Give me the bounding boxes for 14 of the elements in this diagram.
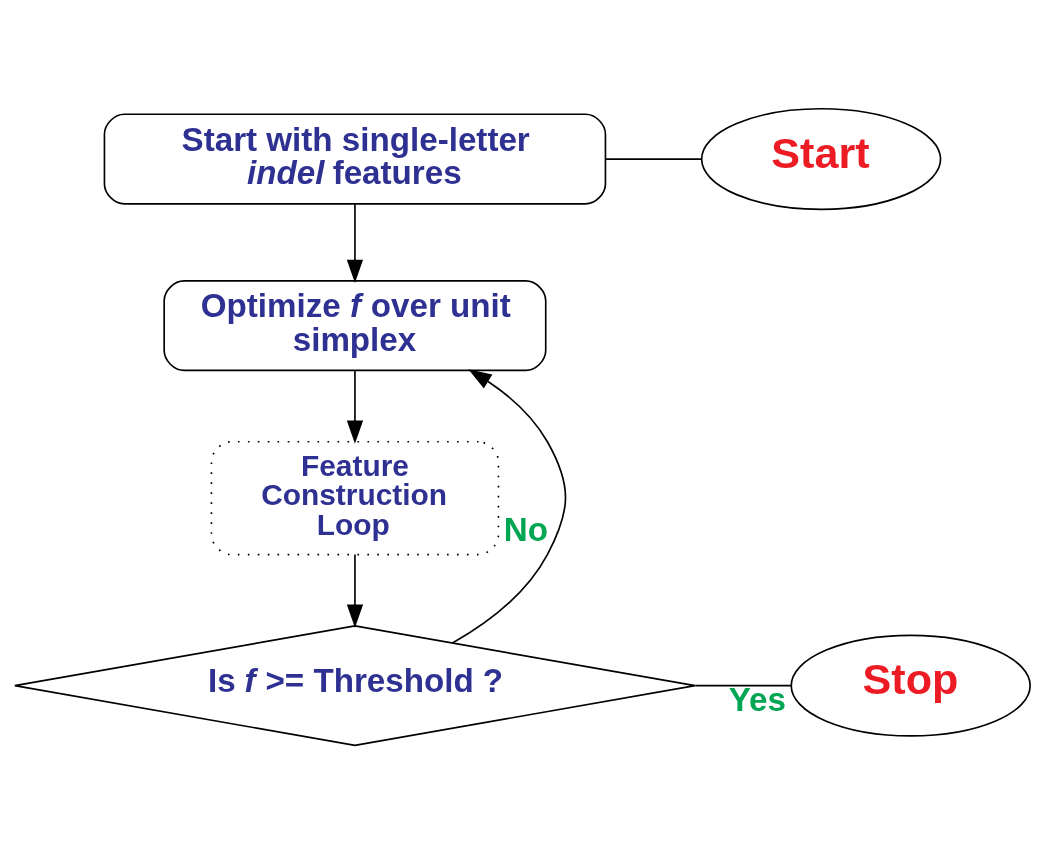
connector	[694, 684, 793, 686]
node-ellipse: Start	[700, 107, 942, 210]
arrow	[346, 202, 364, 283]
node-diamond: Is f >= Threshold ?	[14, 624, 696, 746]
arrow	[451, 368, 567, 644]
edge-label: Yes	[728, 680, 786, 718]
node-box: Feature Construction Loop	[210, 440, 500, 555]
connector	[604, 157, 703, 160]
node-ellipse: Stop	[790, 634, 1031, 737]
edge-label: No	[503, 510, 548, 548]
arrow	[346, 553, 364, 628]
node-box: Optimize f over unit simplex	[163, 279, 547, 371]
node-box: Start with single-letter indel features	[103, 112, 607, 205]
arrow	[346, 369, 364, 444]
